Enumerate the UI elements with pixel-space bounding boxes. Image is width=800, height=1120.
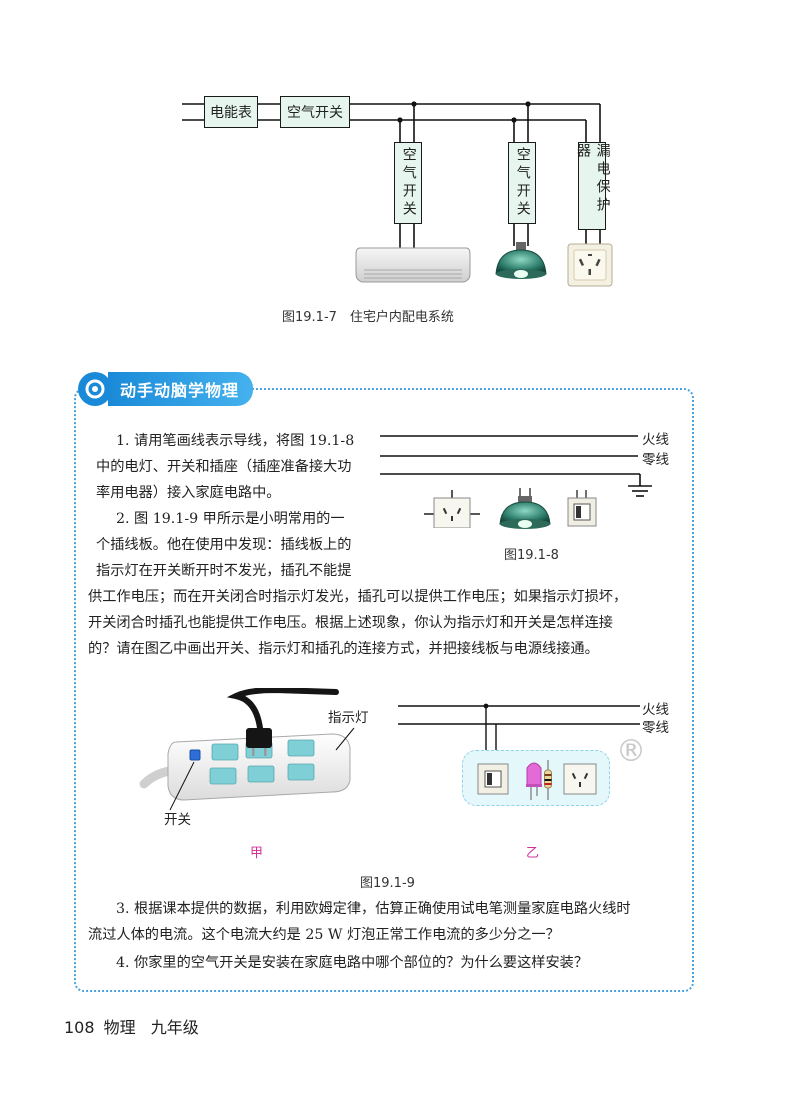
activity-section-border — [74, 388, 694, 992]
air-conditioner-icon — [355, 247, 471, 283]
q2-line-2: 个插线板。他在使用中发现：插线板上的 — [96, 537, 352, 553]
sub-figure-a-label: 甲 — [250, 846, 264, 861]
q2-line-1: 2. 图 19.1-9 甲所示是小明常用的一 — [116, 511, 345, 527]
footer-grade: 九年级 — [150, 1018, 199, 1037]
q2-line-3: 指示灯在开关断开时不发光，插孔不能提 — [96, 563, 352, 579]
q4-text: 4. 你家里的空气开关是安装在家庭电路中哪个部位的？为什么要这样安装？ — [116, 955, 589, 971]
fig9-live-label: 火线 — [642, 702, 669, 718]
q3-line-1: 3. 根据课本提供的数据，利用欧姆定律，估算正确使用试电笔测量家庭电路火线时 — [116, 901, 631, 917]
rcd-box: 漏电保护器 — [575, 142, 611, 230]
figure-9-caption: 图19.1-9 — [360, 876, 415, 891]
indicator-light-label: 指示灯 — [328, 710, 369, 726]
main-air-switch-box: 空气开关 — [280, 96, 350, 128]
magnifier-icon — [85, 379, 105, 399]
activity-banner: 动手动脑学物理 — [78, 372, 254, 406]
fig9-components — [477, 760, 597, 800]
q2-line-6: 的？请在图乙中画出开关、指示灯和插孔的连接方式，并把接线板与电源线接通。 — [88, 641, 599, 657]
switch-label: 开关 — [164, 812, 191, 828]
lamp-icon — [495, 242, 547, 279]
activity-logo-icon — [78, 372, 112, 406]
sub-figure-b-label: 乙 — [526, 846, 540, 861]
power-strip-illustration — [139, 688, 355, 811]
page-number: 108 — [64, 1018, 95, 1037]
q2-line-4: 供工作电压；而在开关闭合时指示灯发光，插孔可以提供工作电压；如果指示灯损坏， — [88, 589, 628, 605]
fig9-neutral-label: 零线 — [642, 720, 669, 736]
page-footer: 108 物理 九年级 — [64, 1014, 199, 1038]
ac-air-switch-box: 空气开关 — [394, 142, 422, 224]
lamp-air-switch-box: 空气开关 — [508, 142, 536, 224]
ac-air-switch-label: 空气开关 — [400, 147, 417, 219]
energy-meter-label: 电能表 — [210, 105, 252, 121]
footer-subject: 物理 — [103, 1018, 136, 1037]
figure-8-caption: 图19.1-8 — [504, 548, 559, 563]
fig8-lamp-icon — [499, 488, 551, 529]
fig8-live-label: 火线 — [642, 432, 669, 448]
activity-title: 动手动脑学物理 — [108, 372, 254, 406]
q3-line-2: 流过人体的电流。这个电流大约是 25 W 灯泡正常工作电流的多少分之一？ — [88, 927, 560, 943]
q1-line-3: 率用电器）接入家庭电路中。 — [96, 485, 281, 501]
q1-line-2: 中的电灯、开关和插座（插座准备接大功 — [96, 459, 352, 475]
rcd-label: 漏电保护器 — [575, 143, 611, 215]
main-air-switch-label: 空气开关 — [287, 105, 343, 121]
led-indicator-icon — [526, 762, 542, 800]
fig8-neutral-label: 零线 — [642, 452, 669, 468]
q1-line-1: 1. 请用笔画线表示导线，将图 19.1-8 — [116, 433, 355, 449]
wall-socket-icon — [567, 243, 613, 287]
q2-text-full: 供工作电压；而在开关闭合时指示灯发光，插孔可以提供工作电压；如果指示灯损坏， 开… — [88, 584, 627, 662]
lamp-air-switch-label: 空气开关 — [514, 147, 531, 219]
q1-text: 1. 请用笔画线表示导线，将图 19.1-8 中的电灯、开关和插座（插座准备接大… — [96, 428, 354, 506]
q2-line-5: 开关闭合时插孔也能提供工作电压。根据上述现象，你认为指示灯和开关是怎样连接 — [88, 615, 613, 631]
fig8-wall-switch-icon — [567, 490, 597, 527]
figure-7-caption: 图19.1-7 住宅户内配电系统 — [282, 310, 454, 325]
fig8-wiring — [380, 435, 652, 497]
registered-watermark: ® — [616, 734, 646, 769]
energy-meter-box: 电能表 — [204, 96, 258, 128]
distribution-wiring — [182, 101, 601, 248]
q3-text: 3. 根据课本提供的数据，利用欧姆定律，估算正确使用试电笔测量家庭电路火线时 流… — [88, 896, 631, 948]
fig8-socket-icon — [424, 490, 480, 528]
q2-text-narrow: 2. 图 19.1-9 甲所示是小明常用的一 个插线板。他在使用中发现：插线板上… — [96, 506, 351, 584]
